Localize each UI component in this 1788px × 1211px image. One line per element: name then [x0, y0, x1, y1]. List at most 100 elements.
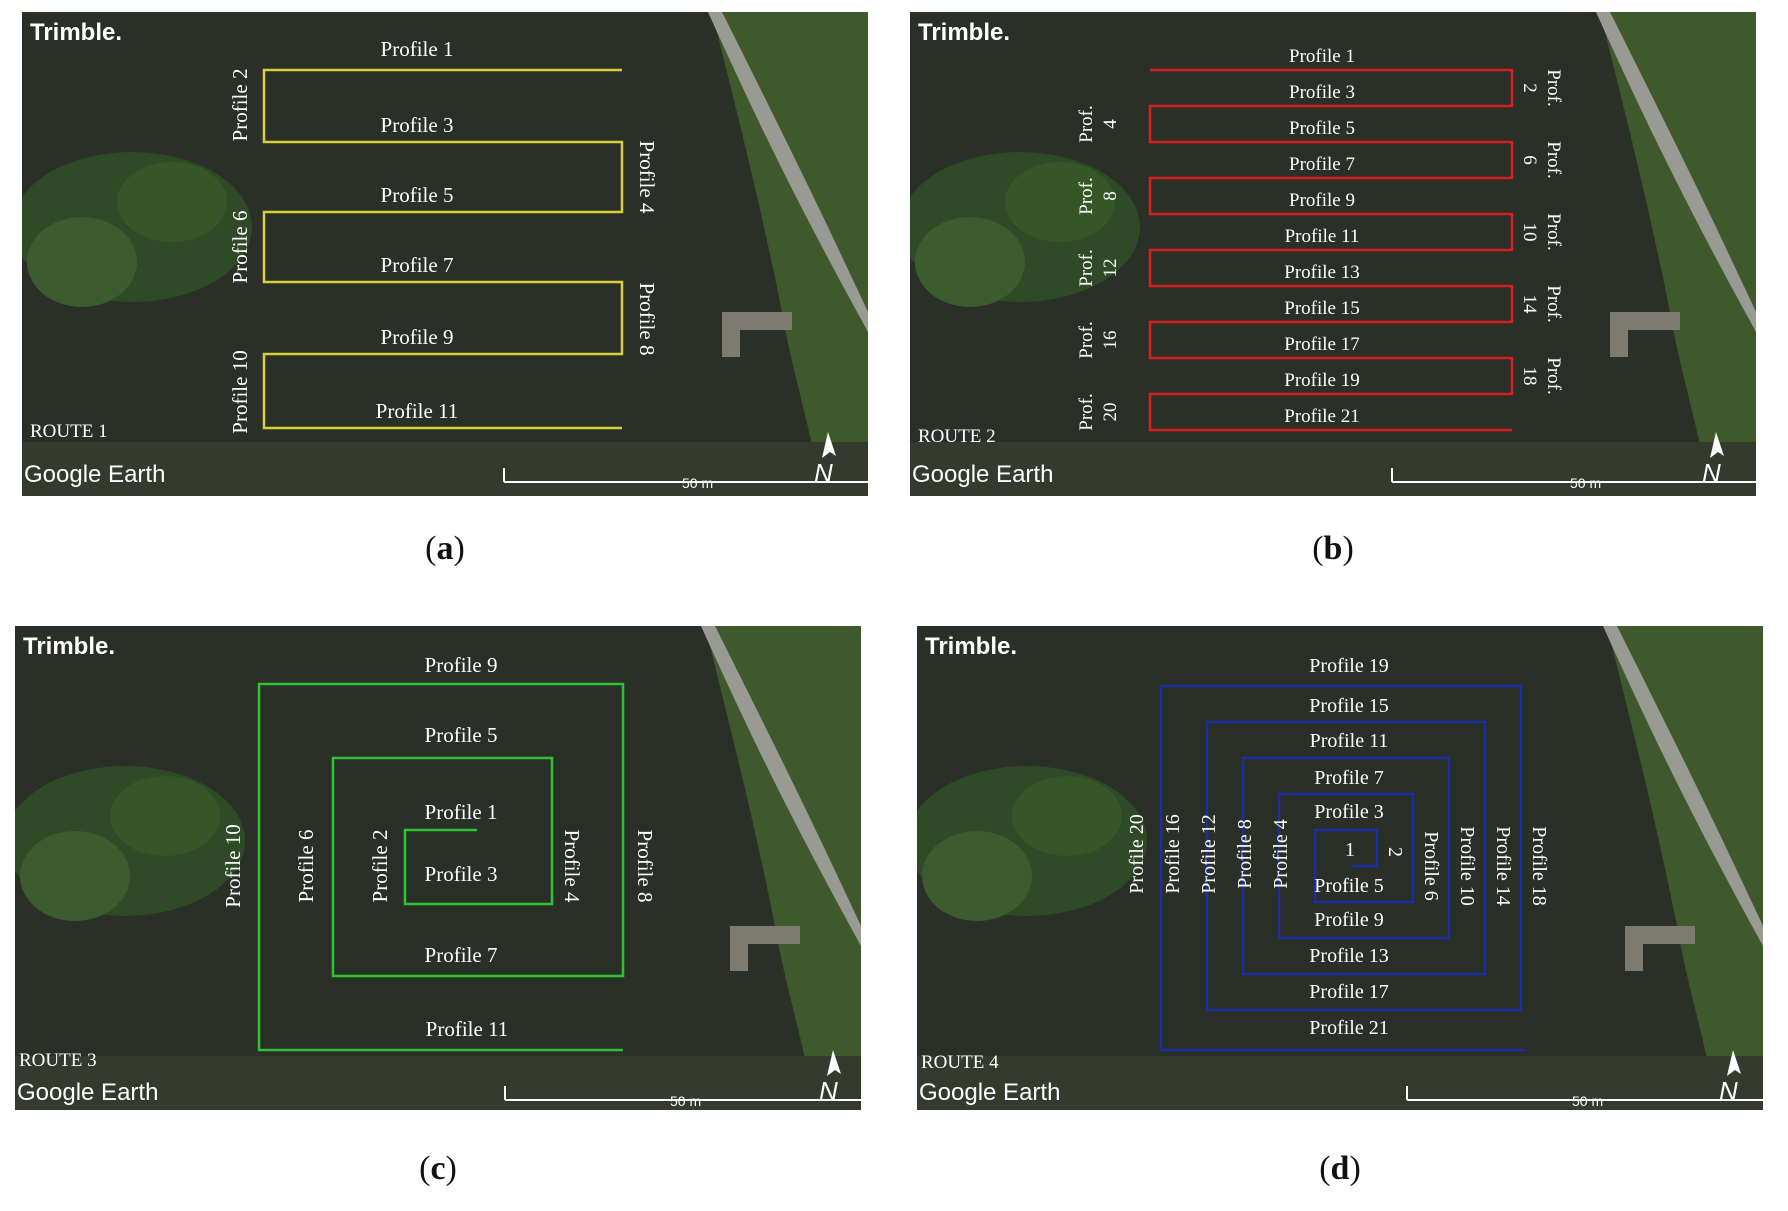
trimble-logo: Trimble.: [23, 633, 115, 660]
route-path: [1148, 68, 1514, 432]
label: Profile 17: [1284, 334, 1359, 355]
label: Profile 11: [426, 1017, 509, 1041]
label: Profile 7: [381, 253, 454, 277]
label: Prof.: [1076, 249, 1097, 286]
label: Profile 1: [425, 800, 498, 824]
label: Profile 4: [1270, 819, 1292, 888]
scale-label: 50 m: [682, 475, 713, 491]
label: Profile 3: [1314, 801, 1383, 823]
label: Prof.: [1076, 177, 1097, 214]
svg-text:N: N: [1719, 1076, 1738, 1106]
caption-a: (a): [425, 530, 465, 567]
label: Profile 16: [1162, 814, 1184, 893]
label: Profile 11: [1310, 730, 1389, 752]
label: Profile 9: [1314, 909, 1383, 931]
north-arrow-icon: N: [1719, 1050, 1741, 1106]
label: Profile 7: [1314, 767, 1383, 789]
satellite-map: [15, 626, 861, 1110]
label: Profile 15: [1284, 298, 1359, 319]
label: Profile 5: [425, 723, 498, 747]
map-panel-a: Profile 1 Profile 2 Profile 3 Profile 4 …: [22, 12, 868, 496]
label: Profile 7: [1289, 154, 1355, 175]
label: 16: [1100, 331, 1121, 350]
label: Profile 13: [1284, 262, 1359, 283]
label: Profile 5: [381, 183, 454, 207]
map-panel-c: Profile 9 Profile 5 Profile 1 Profile 3 …: [15, 626, 861, 1110]
label: Profile 5: [1314, 875, 1383, 897]
label: 14: [1519, 295, 1540, 315]
route-overlay: Profile 1 Profile 2 Profile 3 Profile 4 …: [24, 19, 868, 491]
map-panel-b: Profile 1 Profile 3 Profile 5 Profile 7 …: [910, 12, 1756, 496]
label: Prof.: [1076, 393, 1097, 430]
trimble-logo: Trimble.: [30, 19, 122, 46]
label: Profile 3: [381, 113, 454, 137]
google-earth-logo: Google Earth: [912, 461, 1053, 488]
label: Profile 21: [1284, 406, 1359, 427]
label: Profile 3: [1289, 82, 1355, 103]
label: Profile 8: [633, 830, 657, 903]
label: Profile 11: [376, 399, 459, 423]
route-label: ROUTE 3: [19, 1050, 97, 1071]
label: Profile 3: [425, 862, 498, 886]
label: 2: [1519, 83, 1540, 93]
label: Profile 1: [1289, 46, 1355, 67]
label: Profile 18: [1528, 826, 1550, 905]
route-overlay: Profile 1 Profile 3 Profile 5 Profile 7 …: [912, 19, 1756, 491]
label: Prof.: [1543, 285, 1564, 322]
satellite-map: [917, 626, 1763, 1110]
label: Prof.: [1543, 69, 1564, 106]
label: Profile 8: [635, 283, 659, 356]
svg-text:N: N: [814, 458, 833, 488]
scale-label: 50 m: [1572, 1093, 1603, 1109]
label: Profile 6: [294, 830, 318, 903]
trimble-logo: Trimble.: [918, 19, 1010, 46]
label: Prof.: [1543, 213, 1564, 250]
label: Profile 6: [228, 211, 252, 284]
caption-b: (b): [1312, 530, 1354, 567]
route-label: ROUTE 4: [921, 1052, 999, 1073]
north-arrow-icon: N: [1702, 432, 1724, 488]
label: Profile 19: [1309, 655, 1388, 677]
label: Profile 10: [228, 350, 252, 433]
label: 4: [1100, 119, 1121, 129]
label: Profile 4: [560, 830, 584, 903]
label: Profile 6: [1420, 831, 1442, 900]
route-label: ROUTE 2: [918, 426, 996, 447]
satellite-map: [910, 12, 1756, 496]
label: Profile 12: [1198, 814, 1220, 893]
label: 2: [1384, 847, 1406, 857]
label: 12: [1100, 259, 1121, 278]
label: Profile 10: [221, 824, 245, 907]
label: Profile 10: [1456, 826, 1478, 905]
label: Profile 19: [1284, 370, 1359, 391]
route-overlay: Profile 9 Profile 5 Profile 1 Profile 3 …: [17, 633, 861, 1109]
label: Profile 1: [381, 37, 454, 61]
label: Profile 15: [1309, 695, 1388, 717]
label: Profile 21: [1309, 1017, 1388, 1039]
label: Profile 20: [1126, 814, 1148, 893]
scale-label: 50 m: [1570, 475, 1601, 491]
label: 18: [1519, 367, 1540, 386]
caption-d: (d): [1319, 1150, 1361, 1187]
route-overlay: Profile 19 Profile 15 Profile 11 Profile…: [919, 633, 1763, 1109]
label: Prof.: [1543, 357, 1564, 394]
label: Profile 13: [1309, 945, 1388, 967]
svg-text:N: N: [1702, 458, 1721, 488]
label: Profile 4: [635, 141, 659, 214]
label: 1: [1345, 839, 1355, 861]
north-arrow-icon: N: [814, 432, 836, 488]
label: 6: [1519, 155, 1540, 165]
label: Profile 14: [1492, 826, 1514, 905]
label: Profile 2: [228, 69, 252, 142]
route-path: [262, 68, 624, 430]
route-path: [257, 682, 625, 1052]
route-label: ROUTE 1: [30, 421, 108, 442]
route-path: [1159, 684, 1525, 1052]
google-earth-logo: Google Earth: [17, 1079, 158, 1106]
trimble-logo: Trimble.: [925, 633, 1017, 660]
label: Prof.: [1543, 141, 1564, 178]
scale-label: 50 m: [670, 1093, 701, 1109]
label: Profile 7: [425, 943, 498, 967]
label: Profile 8: [1234, 819, 1256, 888]
map-panel-d: Profile 19 Profile 15 Profile 11 Profile…: [917, 626, 1763, 1110]
